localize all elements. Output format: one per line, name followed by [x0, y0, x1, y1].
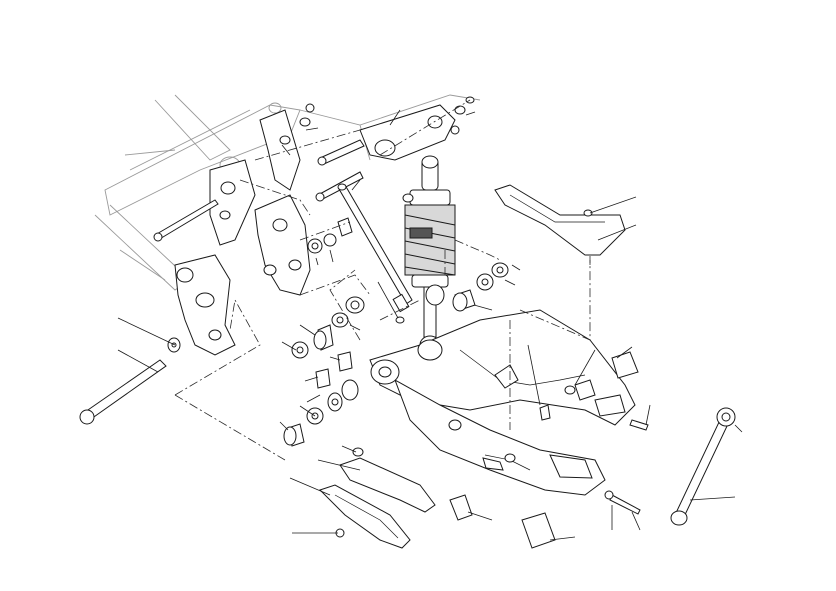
- chain-slider: [319, 447, 436, 549]
- right-hanger-plate: [254, 109, 311, 296]
- linkage-spacers: [307, 217, 509, 324]
- swingarm: [369, 309, 636, 496]
- preload-adjuster-rod: [337, 183, 413, 313]
- swingarm-pivot-shaft: [79, 337, 181, 425]
- rear-wheel-axle: [604, 407, 736, 526]
- chain-adjuster-blocks: [449, 351, 639, 549]
- assembly-guide-lines: [174, 99, 591, 461]
- rocker-linkage: [299, 96, 475, 202]
- rear-shock-absorber: [402, 155, 456, 355]
- left-hanger-plate: [174, 159, 256, 356]
- bushing-stack: [283, 296, 365, 447]
- callout-leader-lines: [117, 109, 743, 541]
- chain-guard: [494, 184, 626, 256]
- upper-long-bolt: [153, 199, 219, 242]
